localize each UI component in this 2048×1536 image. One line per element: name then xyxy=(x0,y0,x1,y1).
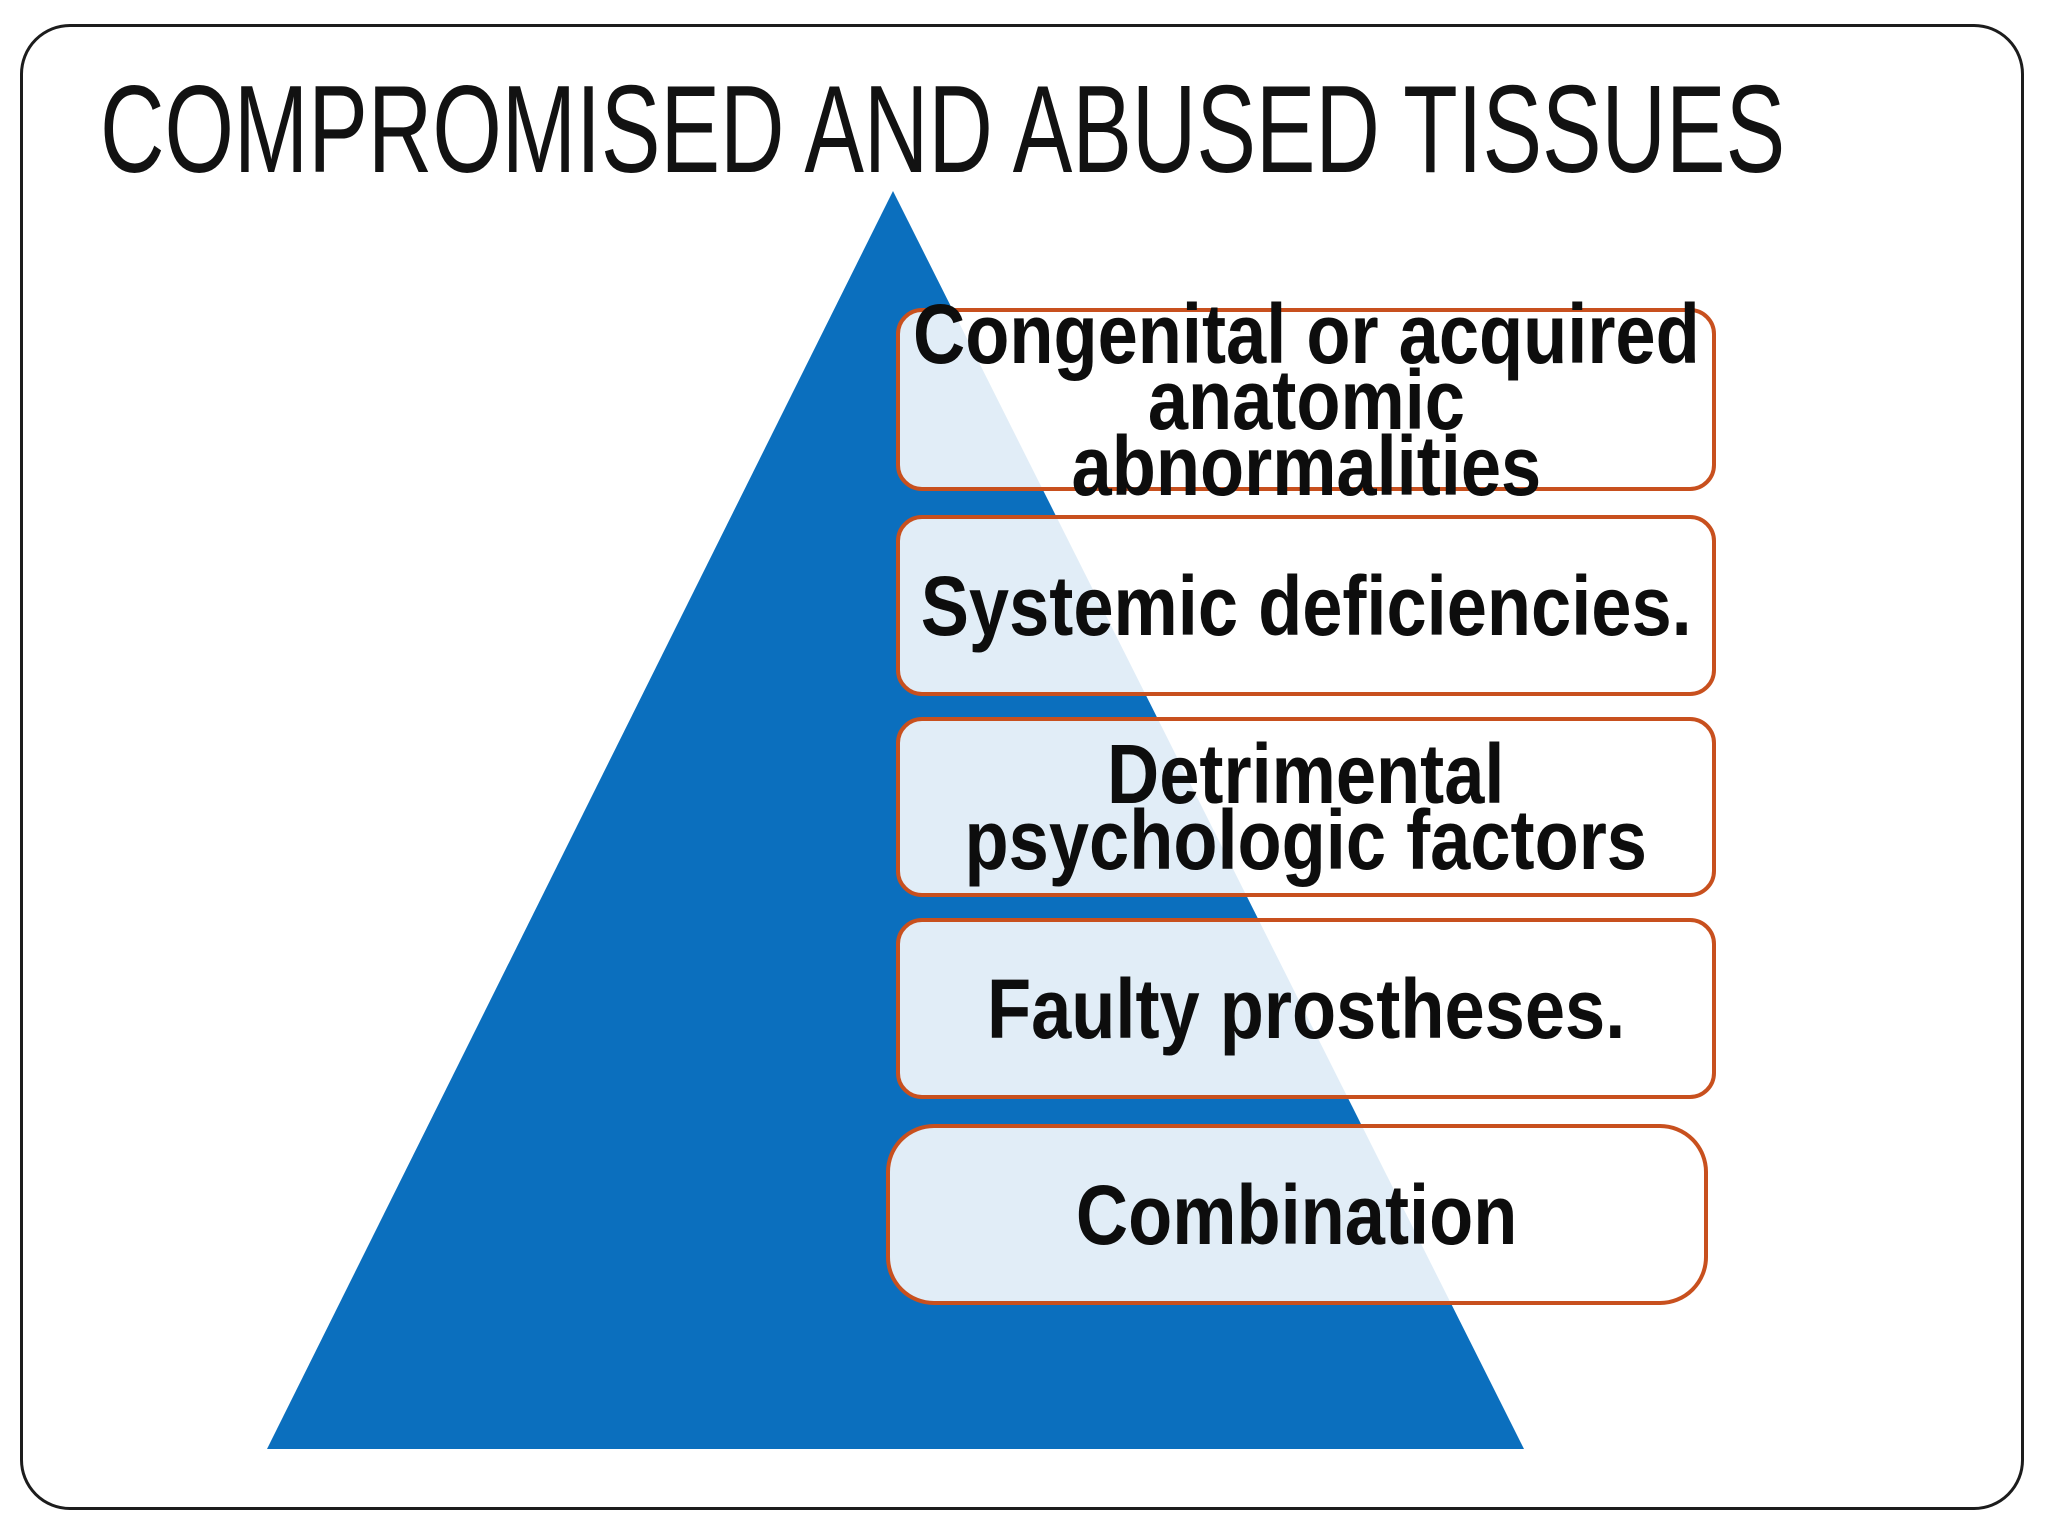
label-line: Congenital or acquired xyxy=(912,286,1700,381)
pyramid-box-label: Detrimental psychologic factors xyxy=(964,727,1648,887)
pyramid-box-label: Combination xyxy=(1076,1167,1518,1262)
pyramid-box-congenital: Congenital or acquired anatomic abnormal… xyxy=(896,292,1716,508)
pyramid-box-prostheses: Faulty prostheses. xyxy=(896,918,1716,1099)
pyramid-box-label: Congenital or acquired anatomic abnormal… xyxy=(912,286,1700,513)
label-line: Faulty prostheses. xyxy=(986,961,1626,1056)
label-line: Combination xyxy=(1076,1167,1518,1262)
label-line: psychologic factors xyxy=(964,793,1648,887)
slide-title: COMPROMISED AND ABUSED TISSUES xyxy=(100,61,1786,199)
label-line: abnormalities xyxy=(1071,418,1541,513)
pyramid-box-psychologic: Detrimental psychologic factors xyxy=(896,717,1716,897)
pyramid-box-systemic: Systemic deficiencies. xyxy=(896,515,1716,696)
pyramid-box-label: Systemic deficiencies. xyxy=(920,558,1692,653)
pyramid-box-combination: Combination xyxy=(886,1124,1708,1305)
label-line: Detrimental xyxy=(1107,727,1505,821)
pyramid-box-label: Faulty prostheses. xyxy=(986,961,1626,1056)
label-line: Systemic deficiencies. xyxy=(920,558,1692,653)
label-line: anatomic xyxy=(1147,352,1465,447)
